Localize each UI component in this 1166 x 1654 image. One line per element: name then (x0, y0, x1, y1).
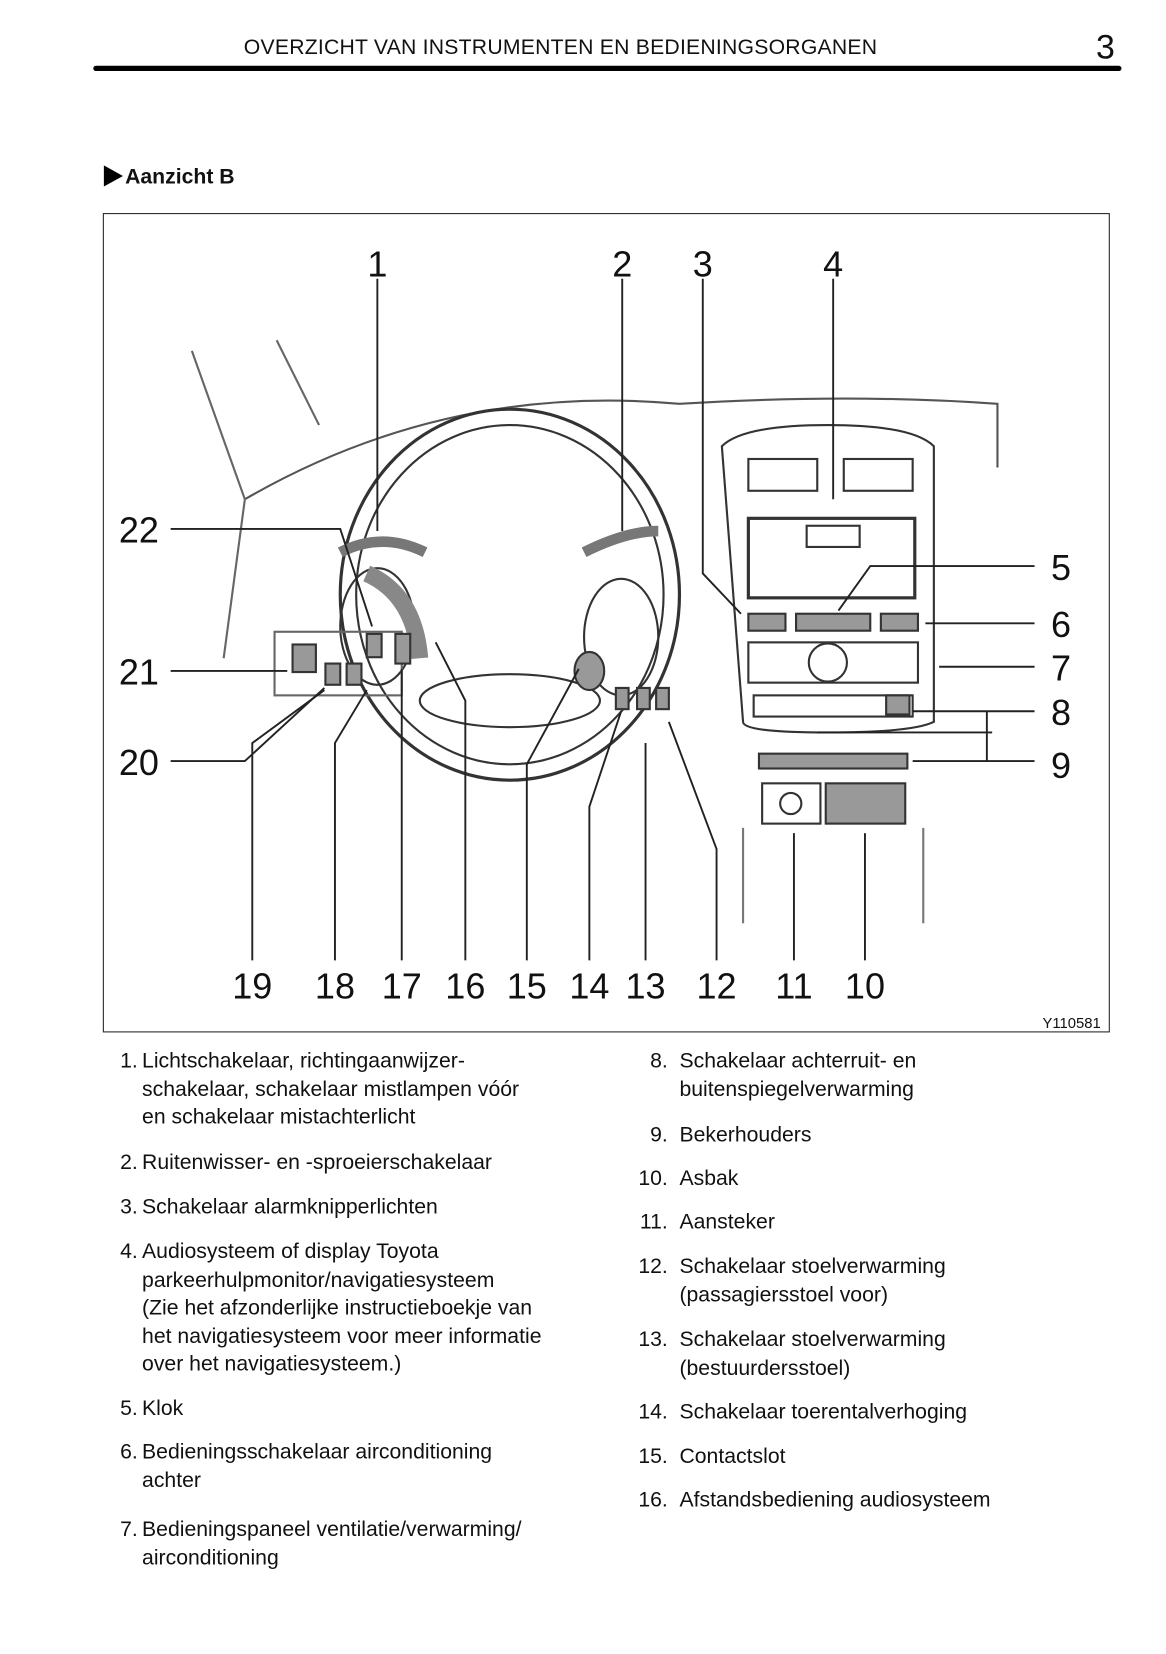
callout-12: 12 (697, 966, 737, 1007)
legend-text: Schakelaar toerentalverhoging (679, 1400, 968, 1424)
legend-number: 16. (638, 1488, 668, 1512)
section-heading: Aanzicht B (103, 165, 235, 189)
page-header-title: OVERZICHT VAN INSTRUMENTEN EN BEDIENINGS… (243, 36, 878, 60)
legend-number: 2. (120, 1151, 138, 1175)
legend-text: Bedieningsschakelaar airconditioning ach… (142, 1440, 493, 1492)
callout-13: 13 (626, 966, 666, 1007)
callout-17: 17 (382, 966, 422, 1007)
legend-text: Audiosysteem of display Toyota parkeerhu… (142, 1240, 542, 1376)
legend-text: Bedieningspaneel ventilatie/verwarming/ … (142, 1517, 522, 1570)
legend-text: Schakelaar alarmknipperlichten (142, 1195, 438, 1219)
legend-number: 13. (638, 1328, 668, 1352)
legend-text: Asbak (679, 1167, 739, 1191)
figure-code: Y110581 (1043, 1016, 1101, 1032)
callout-2: 2 (612, 244, 632, 285)
legend-number: 5. (120, 1397, 138, 1421)
section-title: Aanzicht B (125, 165, 235, 189)
dashboard-diagram: 1 2 3 4 5 6 7 8 9 10 11 12 13 14 15 16 1… (102, 213, 1110, 1033)
callout-19: 19 (232, 966, 272, 1007)
legend-text: Schakelaar stoelverwarming (passagiersst… (679, 1255, 946, 1307)
legend-text: Schakelaar stoelverwarming (bestuurderss… (679, 1328, 946, 1380)
legend-text: Afstandsbediening audiosysteem (679, 1488, 991, 1512)
legend-text: Ruitenwisser- en -sproeierschakelaar (142, 1151, 492, 1175)
legend-number: 15. (638, 1444, 668, 1469)
legend-number: 1. (120, 1049, 138, 1073)
callout-16: 16 (445, 966, 485, 1007)
callout-18: 18 (315, 966, 355, 1007)
legend-text: Klok (142, 1397, 184, 1421)
legend-number: 12. (638, 1255, 668, 1279)
legend-number: 8. (650, 1049, 668, 1073)
callout-10: 10 (845, 966, 885, 1007)
callout-14: 14 (569, 966, 609, 1007)
legend-text: Contactslot (679, 1444, 786, 1469)
legend-number: 9. (650, 1123, 668, 1147)
legend-number: 6. (120, 1440, 138, 1464)
legend-number: 11. (639, 1210, 668, 1234)
legend-number: 14. (638, 1400, 668, 1424)
callout-3: 3 (693, 244, 713, 285)
legend-number: 7. (120, 1517, 138, 1542)
callout-6: 6 (1051, 604, 1071, 645)
legend-text: Schakelaar achterruit- en buitenspiegelv… (679, 1049, 917, 1101)
callout-8: 8 (1051, 692, 1071, 733)
dashboard-illustration: 1 2 3 4 5 6 7 8 9 10 11 12 13 14 15 16 1… (119, 244, 1101, 1033)
callout-22: 22 (119, 510, 159, 551)
legend-number: 10. (638, 1167, 668, 1191)
callout-4: 4 (823, 244, 843, 285)
callout-15: 15 (507, 966, 547, 1007)
legend-text: Aansteker (679, 1210, 775, 1234)
triangle-bullet-icon (103, 165, 123, 187)
leader-lines (170, 278, 1035, 961)
callout-7: 7 (1051, 648, 1071, 689)
callout-21: 21 (119, 652, 159, 693)
legend-number: 3. (120, 1195, 138, 1219)
callout-20: 20 (119, 742, 159, 783)
header-rule (93, 65, 1122, 72)
page-number: 3 (1096, 27, 1115, 66)
legend-text: Bekerhouders (679, 1123, 812, 1147)
legend-text: Lichtschakelaar, richtingaanwijzer- scha… (142, 1049, 520, 1129)
callout-11: 11 (775, 966, 812, 1007)
callout-9: 9 (1051, 745, 1071, 786)
callout-1: 1 (367, 244, 387, 285)
callout-5: 5 (1051, 547, 1071, 588)
legend-number: 4. (120, 1240, 138, 1264)
